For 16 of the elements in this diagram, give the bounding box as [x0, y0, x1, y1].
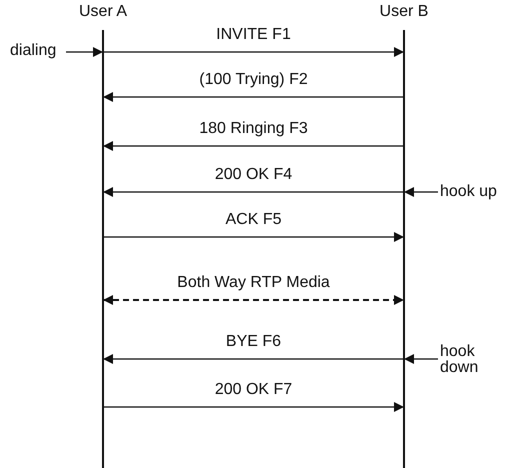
arrow — [103, 141, 404, 151]
event-note: hook down — [440, 344, 490, 376]
arrow — [103, 354, 404, 364]
arrow — [103, 295, 404, 305]
arrow — [103, 187, 404, 197]
arrow — [103, 47, 404, 57]
arrow — [103, 402, 404, 412]
arrow — [404, 354, 438, 364]
arrow — [66, 47, 103, 57]
event-note: dialing — [10, 43, 64, 59]
arrow — [103, 232, 404, 242]
arrow — [103, 92, 404, 102]
actor-name: User B — [378, 3, 430, 21]
event-note: hook up — [440, 184, 520, 200]
arrow — [404, 187, 438, 197]
actor-name: User A — [78, 3, 128, 21]
